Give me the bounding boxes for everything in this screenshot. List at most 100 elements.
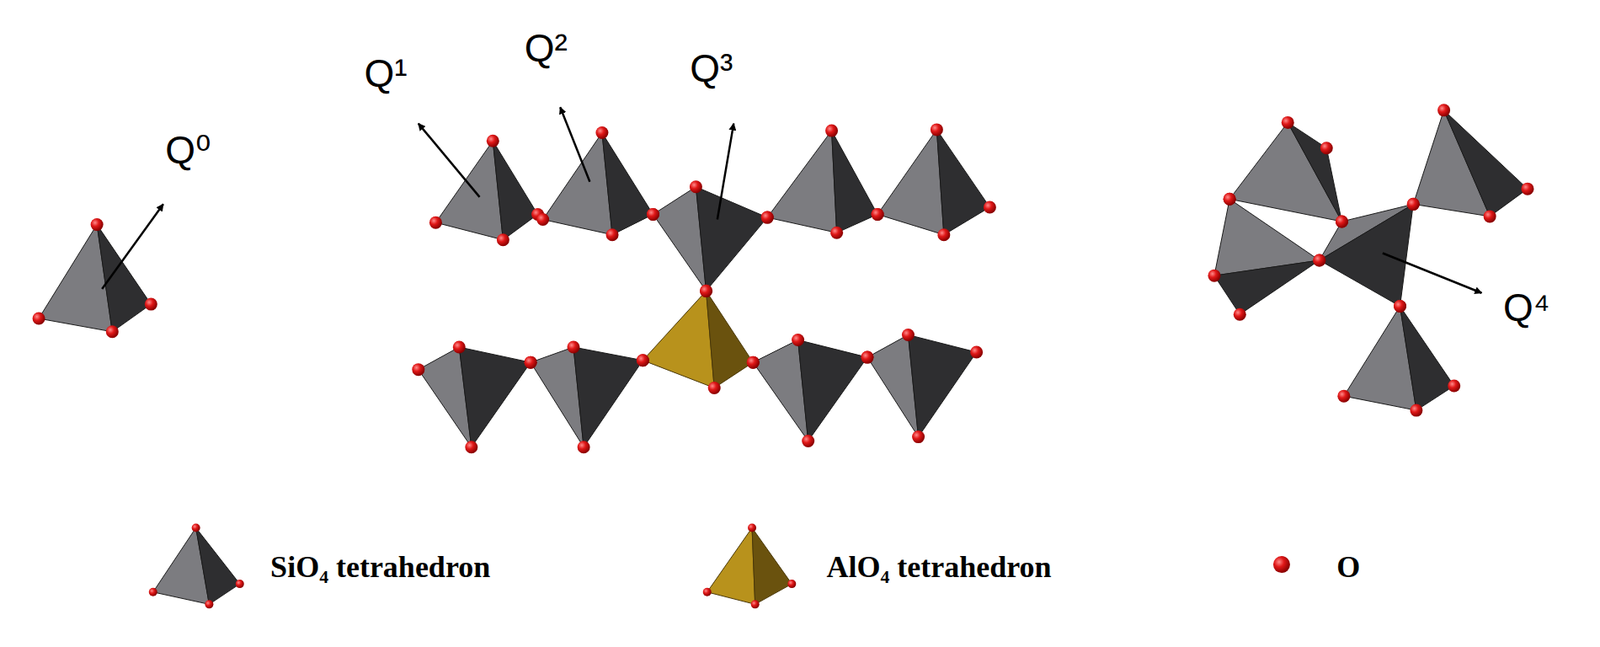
legend-text: AlO₄ tetrahedron xyxy=(826,551,1052,582)
oxygen-atom xyxy=(411,362,425,376)
tetra-face xyxy=(877,129,944,235)
q-species-label: Q³ xyxy=(689,48,733,88)
sio4-tetrahedron xyxy=(752,340,868,442)
sio4-tetrahedron xyxy=(1319,203,1414,306)
tetra-face xyxy=(1400,306,1455,411)
sio4-tetrahedron xyxy=(877,129,990,235)
oxygen-atom xyxy=(1407,197,1420,211)
oxygen-atom xyxy=(930,122,944,136)
tetra-face xyxy=(936,129,990,235)
oxygen-atom xyxy=(1409,404,1423,417)
q-species-label: Q¹ xyxy=(364,53,408,93)
tetra-face xyxy=(832,130,879,233)
oxygen-atom xyxy=(1320,141,1334,155)
oxygen-atom xyxy=(1335,214,1349,228)
oxygen-atom xyxy=(1447,379,1461,393)
alo4-tetrahedron xyxy=(642,290,753,388)
oxygen-atom xyxy=(606,228,619,241)
oxygen-atom xyxy=(464,440,478,454)
sio4-tetrahedron xyxy=(767,130,878,233)
tetra-face xyxy=(706,290,754,388)
tetra-face xyxy=(907,334,976,437)
oxygen-atom xyxy=(699,284,713,298)
oxygen-atom xyxy=(860,351,874,364)
oxygen-atom xyxy=(1407,197,1420,211)
oxygen-atom xyxy=(1233,308,1247,321)
sio4-tetrahedron xyxy=(1229,122,1342,222)
oxygen-atom xyxy=(636,353,650,367)
sio4-tetrahedron xyxy=(1214,198,1320,315)
sio4-tetrahedron xyxy=(1413,110,1528,217)
oxygen-atom xyxy=(1312,253,1326,267)
oxygen-atom xyxy=(901,328,915,342)
oxygen-atom xyxy=(761,211,774,224)
oxygen-atom xyxy=(703,587,712,597)
oxygen-atom xyxy=(1337,389,1350,403)
oxygen-atom xyxy=(149,587,158,597)
oxygen-atom xyxy=(1335,214,1349,228)
legend-sample xyxy=(1273,555,1291,573)
oxygen-atom xyxy=(689,180,703,193)
tetra-face xyxy=(1229,122,1342,222)
oxygen-atom xyxy=(825,124,838,138)
oxygen-atom xyxy=(871,208,885,221)
oxygen-atom xyxy=(860,351,874,364)
sio4-tetrahedron xyxy=(653,186,768,292)
leader-arrow xyxy=(101,203,164,289)
leader-arrow xyxy=(418,123,480,198)
oxygen-atom xyxy=(1223,192,1237,206)
oxygen-atom xyxy=(204,599,214,608)
oxygen-atom xyxy=(751,599,760,608)
oxygen-atom xyxy=(106,325,119,338)
oxygen-atom xyxy=(595,126,608,139)
oxygen-atom xyxy=(830,226,843,240)
oxygen-atom xyxy=(912,430,925,443)
tetra-face xyxy=(458,346,531,448)
tetra-face xyxy=(1319,203,1414,306)
q-species-label: Q² xyxy=(524,28,568,68)
oxygen-atom xyxy=(1520,182,1534,196)
oxygen-atom xyxy=(32,312,46,326)
sio4-tetrahedron xyxy=(543,133,654,235)
oxygen-atom xyxy=(636,353,650,367)
oxygen-atom xyxy=(1483,209,1497,223)
sio4-tetrahedron xyxy=(1344,306,1455,411)
oxygen-atom xyxy=(871,208,885,221)
oxygen-atom xyxy=(970,346,983,359)
oxygen-atom xyxy=(787,579,796,588)
oxygen-atom xyxy=(235,579,245,588)
tetra-face xyxy=(602,133,654,235)
oxygen-atom xyxy=(791,333,805,347)
oxygen-atom xyxy=(536,213,550,226)
oxygen-atom xyxy=(1223,192,1237,206)
oxygen-atom xyxy=(566,340,580,353)
oxygen-atom xyxy=(746,356,760,369)
oxygen-atom xyxy=(524,356,538,369)
oxygen-atom xyxy=(747,522,757,532)
oxygen-atom xyxy=(1312,253,1326,267)
oxygen-atom xyxy=(192,522,201,532)
q-species-label: Q⁴ xyxy=(1503,288,1551,327)
oxygen-atom xyxy=(144,298,158,311)
legend-text: SiO₄ tetrahedron xyxy=(270,551,491,582)
oxygen-atom xyxy=(90,218,104,231)
oxygen-atom xyxy=(1281,116,1295,129)
leader-arrow xyxy=(560,106,590,182)
leader-arrow xyxy=(717,123,734,220)
oxygen-atom xyxy=(761,211,774,224)
oxygen-atom xyxy=(1207,269,1221,283)
oxygen-atom xyxy=(524,356,538,369)
tetra-face xyxy=(1287,122,1342,222)
tetra-face xyxy=(573,346,643,448)
legend-sample xyxy=(752,527,792,604)
legend-text: O xyxy=(1336,551,1360,582)
q-species-label: Q⁰ xyxy=(165,130,211,170)
oxygen-atom xyxy=(937,228,950,241)
tetra-face xyxy=(798,340,868,442)
tetra-face xyxy=(767,130,837,233)
oxygen-atom xyxy=(708,381,721,395)
oxygen-atom xyxy=(453,340,466,353)
sio4-tetrahedron xyxy=(435,140,538,240)
